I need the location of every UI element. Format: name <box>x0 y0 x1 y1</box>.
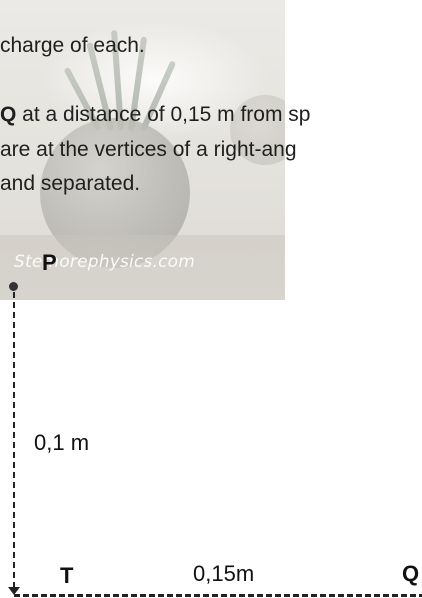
text-line-2-bold: Q <box>0 103 17 126</box>
photo-pot-background <box>230 95 285 165</box>
point-t-label: T <box>60 563 74 588</box>
text-line-1-content: charge of each. <box>0 34 145 57</box>
point-p-dot <box>9 282 18 291</box>
horizontal-dashed-line <box>14 594 422 597</box>
watermark-text: Stemorephysics.com <box>14 252 196 272</box>
text-line-4: and separated. <box>0 172 140 196</box>
point-t-marker <box>8 587 20 595</box>
horizontal-distance-label: 0,15m <box>193 561 255 586</box>
text-line-2-content: at a distance of 0,15 m from sp <box>16 103 311 126</box>
vertical-dashed-line <box>13 292 15 588</box>
point-p-label: P <box>42 250 57 275</box>
photo-shelf <box>0 235 285 300</box>
watermark-photo <box>0 0 285 300</box>
text-line-3-content: are at the vertices of a right-ang <box>0 138 297 161</box>
text-line-3: are at the vertices of a right-ang <box>0 138 297 162</box>
text-line-1: charge of each. <box>0 34 145 58</box>
vertical-distance-label: 0,1 m <box>34 430 90 455</box>
text-line-2: Q at a distance of 0,15 m from sp <box>0 103 311 127</box>
point-q-label: Q <box>402 561 420 586</box>
text-line-4-content: and separated. <box>0 172 141 195</box>
